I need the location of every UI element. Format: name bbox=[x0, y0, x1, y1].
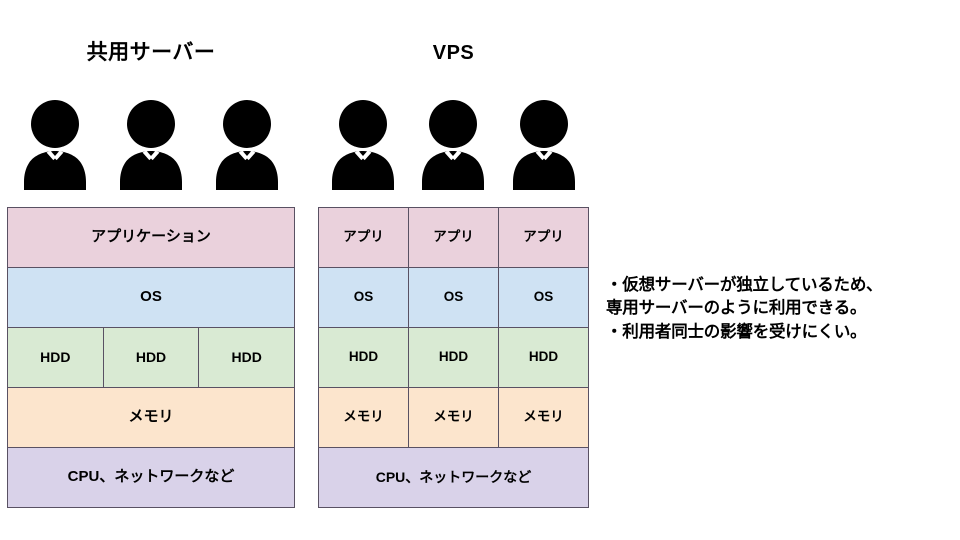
vps-row-application: アプリアプリアプリ bbox=[319, 208, 588, 268]
vps-users-group bbox=[318, 98, 589, 190]
vps-benefits-note: ・仮想サーバーが独立しているため、 専用サーバーのように利用できる。 ・利用者同… bbox=[606, 276, 883, 341]
businessperson-silhouette-icon bbox=[210, 98, 284, 190]
shared-row-application: アプリケーション bbox=[8, 208, 294, 268]
businessperson-silhouette-icon bbox=[114, 98, 188, 190]
vps-cell-os-3: OS bbox=[499, 268, 588, 327]
shared-cell-hdd-1: HDD bbox=[8, 328, 104, 387]
vps-cell-memory-2: メモリ bbox=[409, 388, 499, 447]
vps-cell-memory-3: メモリ bbox=[499, 388, 588, 447]
vps-cell-application-2: アプリ bbox=[409, 208, 499, 267]
shared-row-cpu: CPU、ネットワークなど bbox=[8, 448, 294, 507]
businessperson-silhouette-icon bbox=[326, 98, 400, 190]
businessperson-silhouette-icon bbox=[507, 98, 581, 190]
shared-cell-hdd-2: HDD bbox=[103, 328, 200, 387]
shared-cell-cpu-1: CPU、ネットワークなど bbox=[8, 448, 294, 507]
vps-cell-hdd-3: HDD bbox=[499, 328, 588, 387]
businessperson-silhouette-icon bbox=[18, 98, 92, 190]
shared-server-title: 共用サーバー bbox=[86, 41, 216, 64]
vps-cell-hdd-2: HDD bbox=[409, 328, 499, 387]
vps-cell-application-3: アプリ bbox=[499, 208, 588, 267]
vps-cell-os-1: OS bbox=[319, 268, 409, 327]
vps-cell-cpu-1: CPU、ネットワークなど bbox=[319, 448, 588, 507]
vps-row-cpu: CPU、ネットワークなど bbox=[319, 448, 588, 507]
vps-cell-os-2: OS bbox=[409, 268, 499, 327]
businessperson-silhouette-icon bbox=[416, 98, 490, 190]
shared-cell-application-1: アプリケーション bbox=[8, 208, 294, 267]
vps-title: VPS bbox=[432, 42, 475, 64]
vps-cell-application-1: アプリ bbox=[319, 208, 409, 267]
shared-server-users-group bbox=[7, 98, 295, 190]
shared-cell-hdd-3: HDD bbox=[199, 328, 295, 387]
shared-row-memory: メモリ bbox=[8, 388, 294, 448]
shared-cell-os-1: OS bbox=[8, 268, 294, 327]
vps-cell-hdd-1: HDD bbox=[319, 328, 409, 387]
shared-cell-memory-1: メモリ bbox=[8, 388, 294, 447]
vps-cell-memory-1: メモリ bbox=[319, 388, 409, 447]
shared-row-os: OS bbox=[8, 268, 294, 328]
vps-row-memory: メモリメモリメモリ bbox=[319, 388, 588, 448]
